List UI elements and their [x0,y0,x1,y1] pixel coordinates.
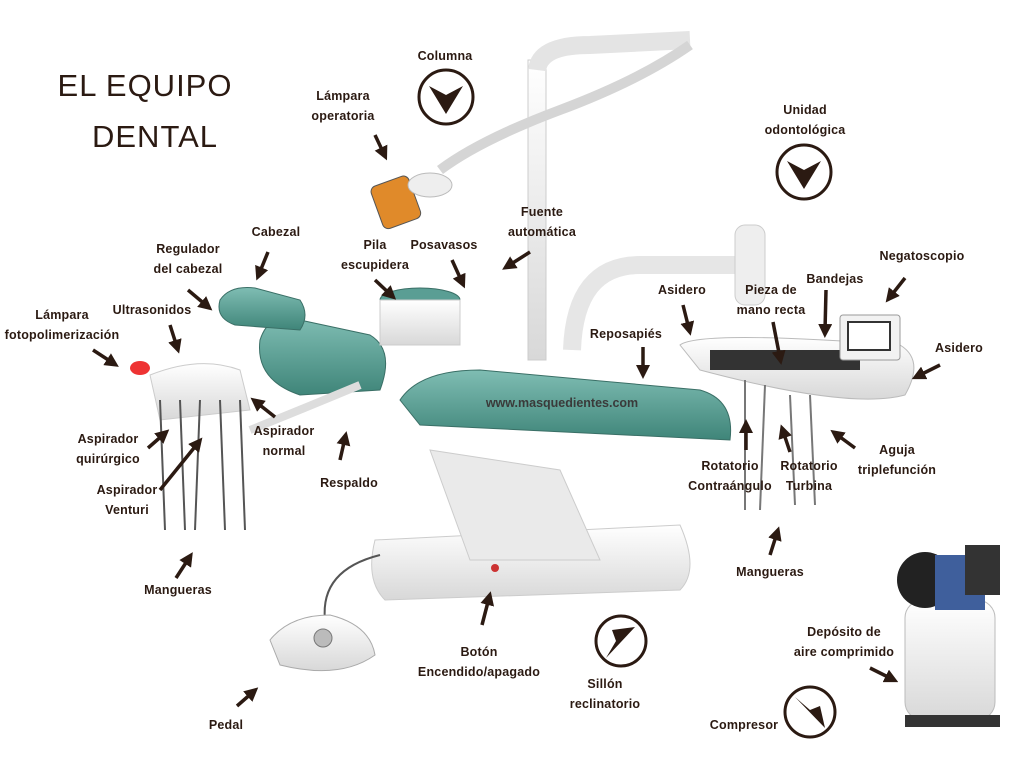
label-line: mano recta [736,303,806,317]
compresor-circle-arrow-icon [783,685,837,739]
label-asidero-left: Asidero [658,283,706,297]
label-line: Lámpara [35,308,89,322]
label-line: Pila [363,238,387,252]
label-line: Unidad [783,103,827,117]
label-line: Encendido/apagado [417,665,541,679]
label-unidad-odontologica: Unidad odontológica [765,100,846,140]
label-line: triplefunción [857,463,937,477]
label-fuente-automatica: Fuente automática [508,202,576,242]
label-line: normal [262,444,306,458]
label-reposapies: Reposapiés [589,327,663,341]
column [370,31,693,361]
label-aguja-triplefuncion: Aguja triplefunción [858,440,936,480]
label-line: Venturi [105,503,149,517]
label-line: Botón [460,645,498,659]
assistant-instrument-holder [130,361,362,531]
label-line: fotopolimerización [4,328,120,342]
label-pieza-mano-recta: Pieza de mano recta [737,280,806,320]
label-lampara-operatoria: Lámpara operatoria [311,86,374,126]
label-lampara-fotopolimerizacion: Lámpara fotopolimerización [5,305,120,345]
label-line: Turbina [785,479,833,493]
unidad-circle-arrow-icon [775,143,833,201]
label-columna: Columna [417,49,473,63]
label-respaldo: Respaldo [320,476,378,490]
label-line: aire comprimido [793,645,895,659]
title-line-2: DENTAL [91,119,219,154]
title-line-1: EL EQUIPO [57,68,233,103]
label-line: Rotatorio [780,459,838,473]
label-line: Aspirador [96,483,158,497]
label-posavasos: Posavasos [410,238,478,252]
label-line: Sillón [587,677,623,691]
label-aspirador-normal: Aspirador normal [254,421,315,461]
label-mangueras-left: Mangueras [144,583,212,597]
label-mangueras-right: Mangueras [736,565,804,579]
label-line: automática [508,225,576,239]
columna-circle-arrow-icon [417,68,475,126]
label-ultrasonidos: Ultrasonidos [112,303,192,317]
label-line: Regulador [156,242,220,256]
pedal [269,554,381,672]
label-line: Aspirador [253,424,315,438]
label-line: Fuente [520,205,564,219]
label-line: Rotatorio [701,459,759,473]
label-line: Pieza de [745,283,797,297]
label-bandejas: Bandejas [806,272,864,286]
label-line: escupidera [340,258,410,272]
label-line: Aguja [879,443,915,457]
label-compresor: Compresor [709,718,779,732]
label-line: reclinatorio [569,697,641,711]
compressor [897,545,1000,727]
label-line: Aspirador [77,432,139,446]
label-sillon-reclinatorio: Sillón reclinatorio [570,674,640,714]
pointer-arrows [92,134,941,708]
label-line: operatoria [311,109,375,123]
label-line: del cabezal [153,262,223,276]
label-deposito-aire: Depósito de aire comprimido [794,622,894,662]
label-regulador-cabezal: Regulador del cabezal [154,239,223,279]
label-pila-escupidera: Pila escupidera [341,235,409,275]
label-line: Contraángulo [688,479,772,493]
sillon-circle-arrow-icon [594,614,648,668]
label-line: Lámpara [316,89,370,103]
label-pedal: Pedal [208,718,244,732]
dental-chair [218,287,732,601]
label-cabezal: Cabezal [251,225,301,239]
label-line: odontológica [764,123,846,137]
label-negatoscopio: Negatoscopio [879,249,965,263]
label-line: Depósito de [807,625,881,639]
label-asidero-right: Asidero [935,341,983,355]
watermark: www.masquedientes.com [485,396,639,410]
label-aspirador-quirurgico: Aspirador quirúrgico [76,429,140,469]
label-line: quirúrgico [76,452,140,466]
